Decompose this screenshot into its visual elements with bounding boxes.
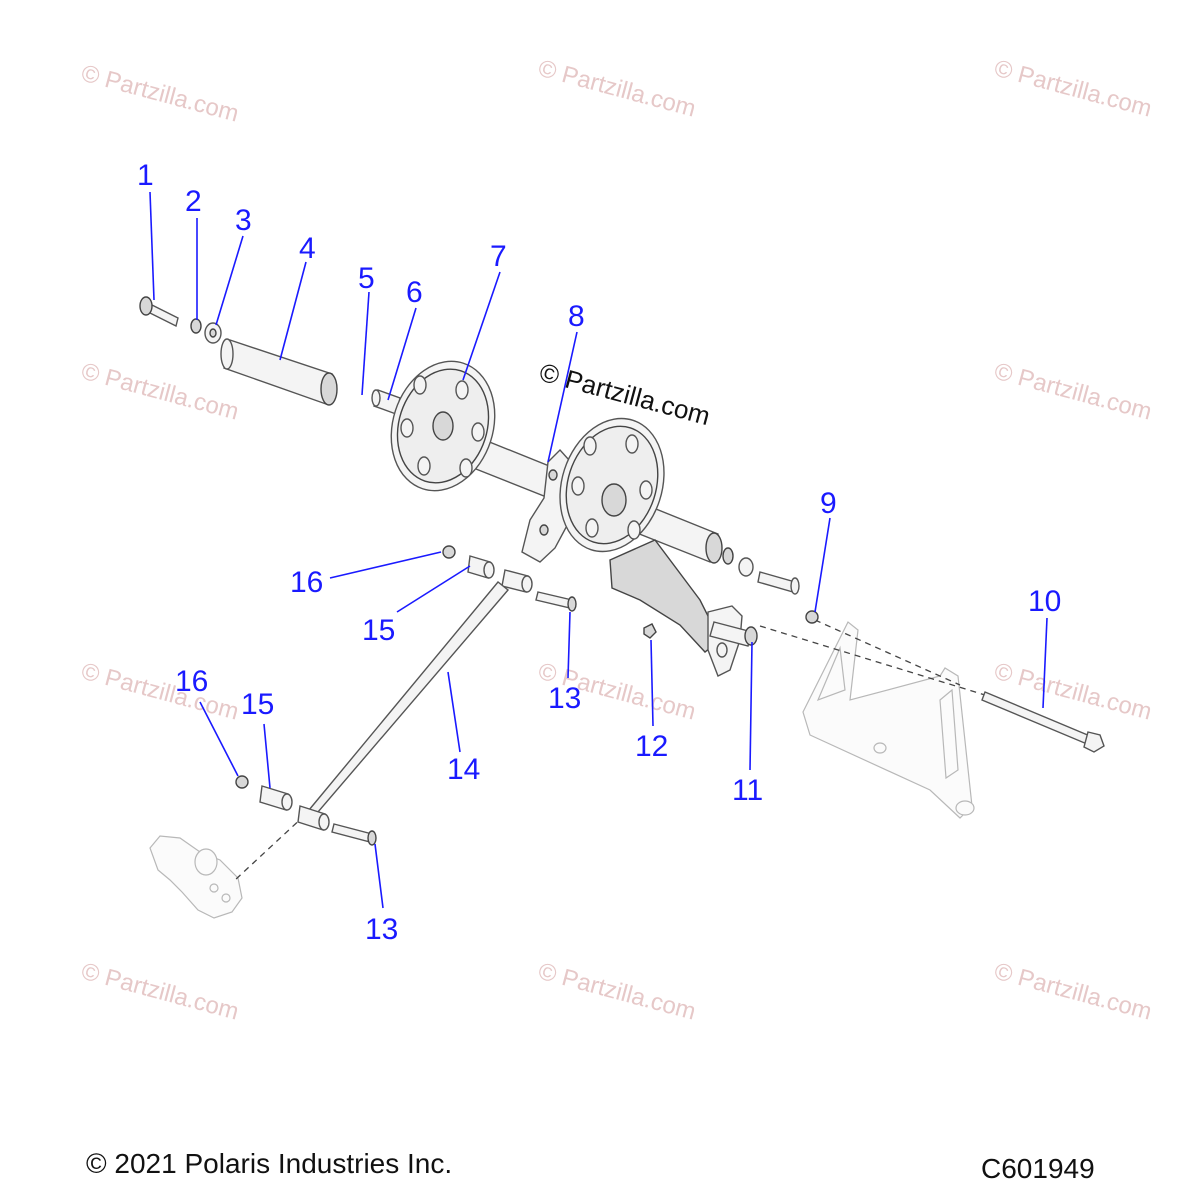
callout-16-lower: 16 [175,665,208,698]
swing-arm-body [609,539,758,677]
watermark: © Partzilla.com [78,958,241,1026]
callout-2: 2 [185,185,202,218]
callout-16: 16 [290,566,323,599]
watermark: © Partzilla.com [78,658,241,726]
callout-13: 13 [548,682,581,715]
watermark: © Partzilla.com [535,958,698,1026]
callout-6: 6 [406,276,423,309]
callout-7: 7 [490,240,507,273]
part-15-bushing-upper [467,555,495,579]
callout-5: 5 [358,262,375,295]
part-13-bolt-upper [535,591,577,612]
part-12-grease-fitting [643,623,657,639]
callout-3: 3 [235,204,252,237]
front-arm-bracket [149,835,243,919]
part-15-bushing-lower [259,785,293,811]
part-7-idler-wheel [390,360,496,492]
watermark: © Partzilla.com [991,358,1154,426]
callout-15-lower: 15 [241,688,274,721]
watermark: © Partzilla.com [535,55,698,123]
part-2-washer [190,318,202,334]
callout-11: 11 [732,774,763,807]
idler-wheel-rear [559,417,665,553]
callout-9: 9 [820,487,837,520]
part-13-bolt-lower [331,823,377,846]
watermark: © Partzilla.com [78,60,241,128]
part-4-spacer-tube [220,338,338,406]
leader-lines [149,191,1048,909]
watermark: © Partzilla.com [991,658,1154,726]
callout-13-lower: 13 [365,913,398,946]
part-10-long-bolt [981,691,1105,753]
part-16-nut-lower [235,775,249,789]
assembly-lines [234,619,986,881]
callout-15: 15 [362,614,395,647]
callout-12: 12 [635,730,668,763]
watermark: © Partzilla.com [78,358,241,426]
watermark: © Partzilla.com [991,958,1154,1026]
part-3-washer [204,322,222,344]
callout-4: 4 [299,232,316,265]
callout-8: 8 [568,300,585,333]
watermark: © Partzilla.com [991,55,1154,123]
diagram-id: C601949 [981,1153,1095,1184]
copyright-text: © 2021 Polaris Industries Inc. [86,1148,452,1179]
part-1-bolt [139,296,179,328]
axle-hardware-right [722,547,800,595]
callout-1: 1 [137,159,154,192]
callout-14: 14 [447,753,480,786]
callouts: 1 2 3 4 5 6 7 8 9 10 11 12 13 14 15 16 1… [137,159,1061,946]
part-9-nut [805,610,819,624]
callout-10: 10 [1028,585,1061,618]
rear-mount-bracket [802,621,975,819]
part-16-nut-upper [442,545,456,559]
part-14-link-arm [297,569,533,831]
